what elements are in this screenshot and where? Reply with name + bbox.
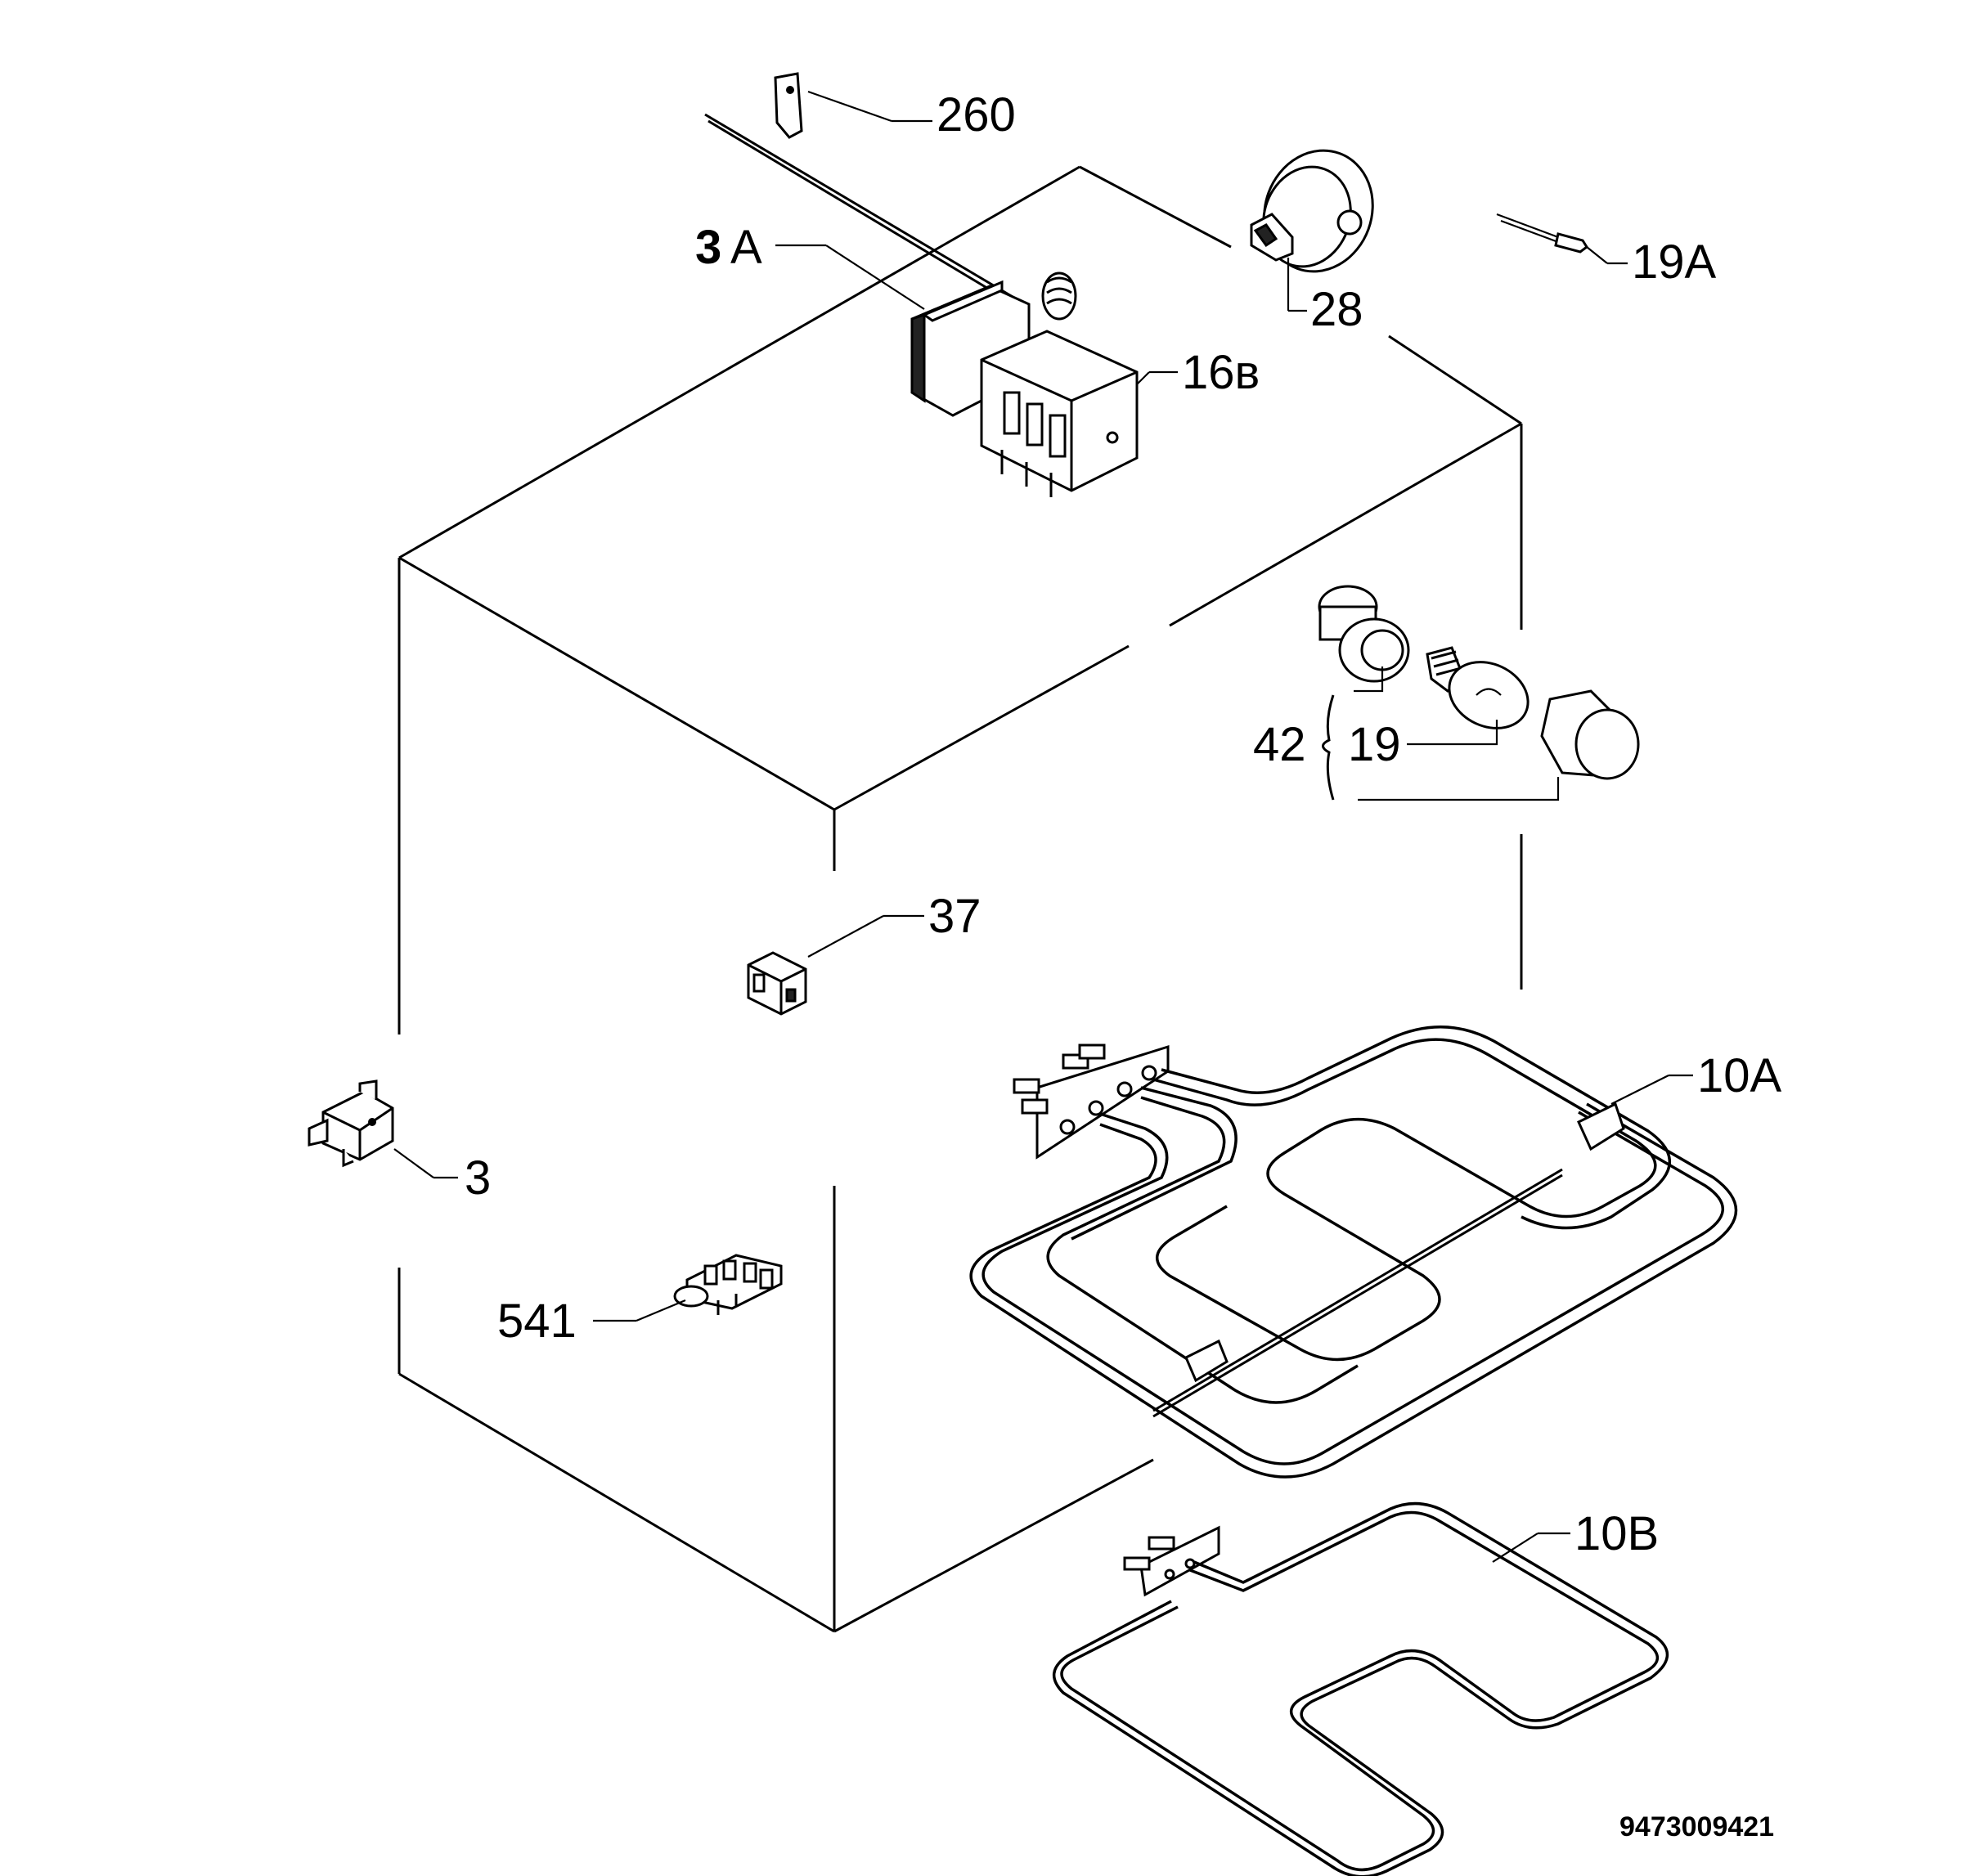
label-19: 19	[1348, 718, 1401, 771]
selector-switch-part	[980, 330, 1139, 497]
terminal-block-part	[747, 951, 807, 1016]
label-28: 28	[1310, 283, 1363, 336]
leader-16B	[1136, 371, 1150, 385]
sensor-probe-part	[1496, 213, 1589, 254]
connector-part	[673, 1254, 783, 1315]
leader-10B	[1492, 1533, 1539, 1563]
leader-3	[393, 1148, 434, 1178]
oven-cavity-outline	[398, 165, 1523, 1633]
lamp-holder-part	[1318, 585, 1410, 683]
label-19A: 19A	[1632, 236, 1717, 289]
label-541: 541	[497, 1295, 577, 1348]
safety-thermostat-part	[308, 1079, 394, 1168]
grill-heating-element-part	[969, 1026, 1738, 1479]
label-3: 3	[465, 1151, 491, 1205]
label-260: 260	[937, 88, 1016, 141]
bottom-heating-element-part	[1053, 1501, 1669, 1876]
thermostat-capillary-part	[704, 72, 1023, 311]
leader-10A	[1610, 1075, 1669, 1105]
leader-260	[807, 90, 892, 123]
leader-19A	[1586, 246, 1608, 264]
label-37: 37	[928, 890, 982, 943]
lamp-cover-part	[1540, 689, 1640, 780]
lamp-assembly-bracket	[1322, 666, 1560, 801]
label-42: 42	[1253, 718, 1306, 771]
label-10A: 10A	[1697, 1049, 1782, 1102]
leader-37	[807, 915, 884, 958]
timer-motor-part	[1250, 149, 1374, 273]
label-16B: 16в	[1182, 346, 1260, 399]
drawing-number: 9473009421	[1619, 1811, 1774, 1842]
leader-541	[636, 1299, 686, 1322]
lamp-bulb-part	[1426, 646, 1530, 729]
label-10B: 10B	[1574, 1507, 1659, 1560]
label-3A-letter: A	[730, 221, 762, 274]
label-3A-number: 3	[695, 221, 721, 274]
